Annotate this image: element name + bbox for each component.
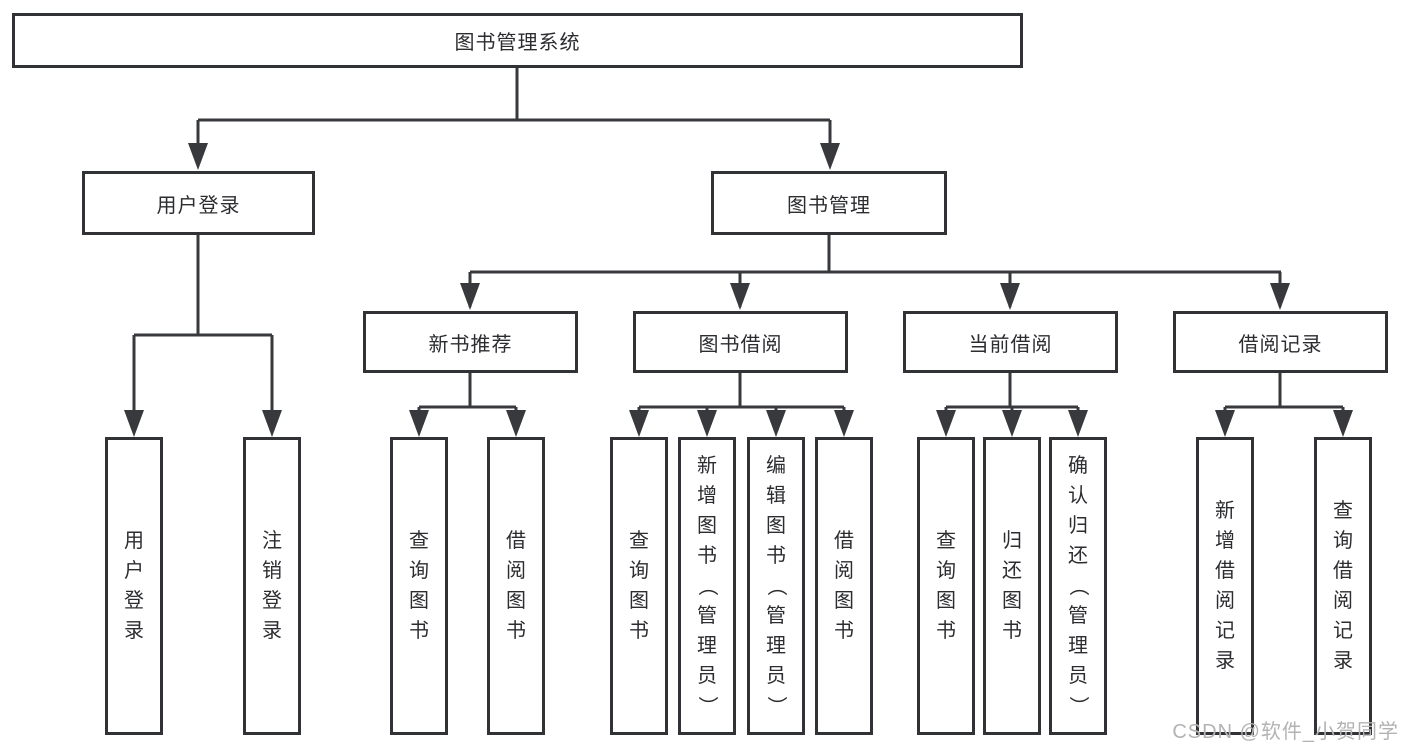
leaf-borrow-books: 借阅图书 (815, 437, 873, 735)
node-current-borrowing: 当前借阅 (903, 311, 1118, 373)
leaf-edit-books-admin: 编辑图书（管理员） (747, 437, 805, 735)
leaf-query-books: 查询图书 (610, 437, 668, 735)
node-book-management: 图书管理 (711, 171, 947, 235)
node-user-login: 用户登录 (82, 171, 315, 235)
leaf-add-borrow-record: 新增借阅记录 (1196, 437, 1254, 735)
leaf-query-borrow-record: 查询借阅记录 (1314, 437, 1372, 735)
leaf-confirm-return-admin: 确认归还（管理员） (1049, 437, 1107, 735)
node-book-borrowing: 图书借阅 (633, 311, 848, 373)
leaf-user-login: 用户登录 (105, 437, 163, 735)
node-library-system: 图书管理系统 (12, 13, 1023, 68)
node-new-book-recommend: 新书推荐 (363, 311, 578, 373)
leaf-logout: 注销登录 (243, 437, 301, 735)
leaf-query-books: 查询图书 (917, 437, 975, 735)
leaf-borrow-books: 借阅图书 (487, 437, 545, 735)
node-borrowing-records: 借阅记录 (1173, 311, 1388, 373)
leaf-return-books: 归还图书 (983, 437, 1041, 735)
csdn-watermark: CSDN @软件_小贺同学 (1172, 721, 1399, 743)
leaf-query-books: 查询图书 (390, 437, 448, 735)
leaf-add-books-admin: 新增图书（管理员） (678, 437, 736, 735)
